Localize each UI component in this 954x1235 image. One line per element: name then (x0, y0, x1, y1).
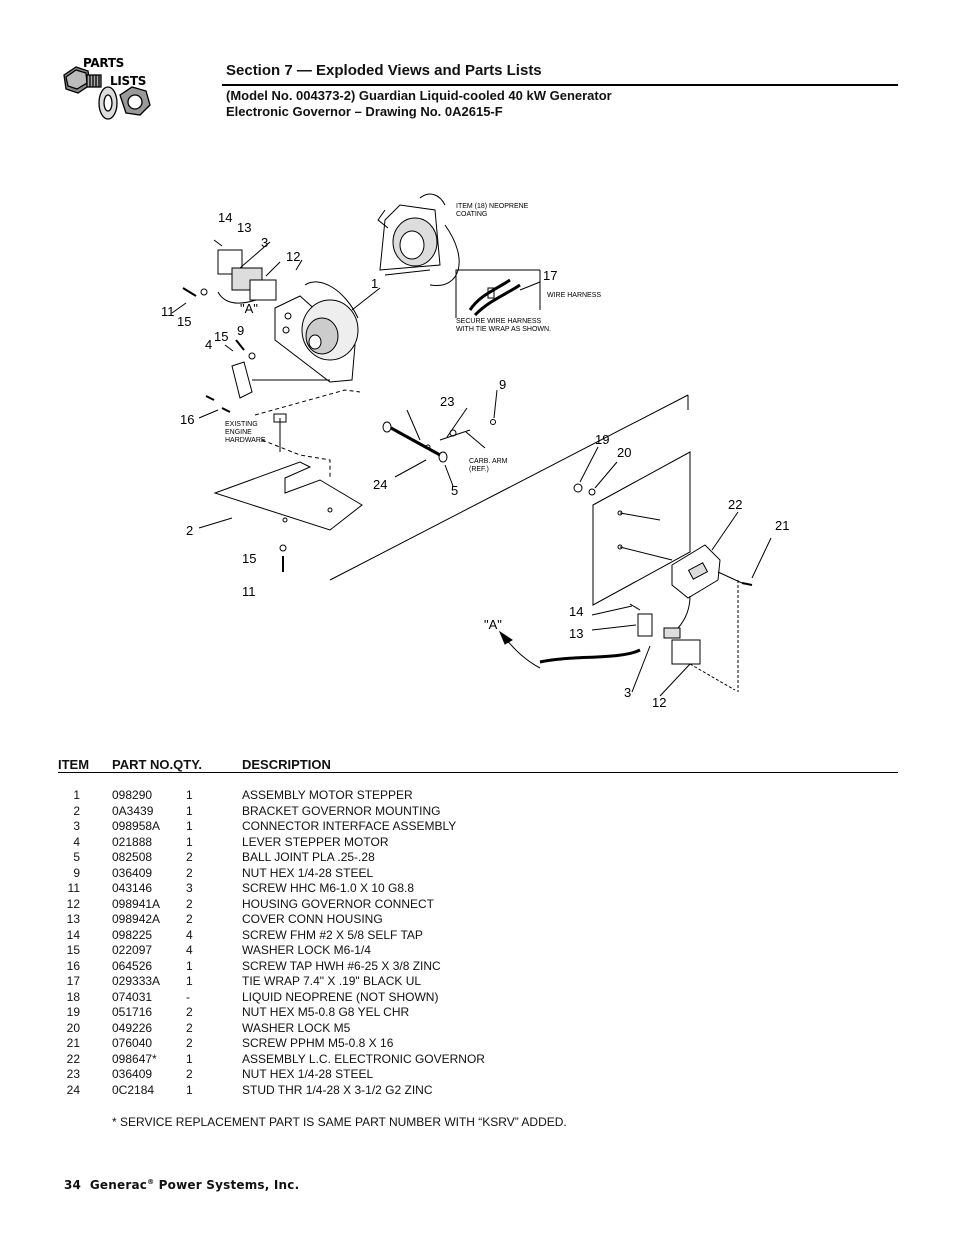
header-rule (222, 84, 898, 86)
electronic-governor (671, 511, 743, 692)
callout-17: 17 (543, 268, 557, 283)
callout-5: 5 (451, 483, 458, 498)
footnote: * SERVICE REPLACEMENT PART IS SAME PART … (112, 1115, 567, 1129)
callout-13: 13 (237, 220, 251, 235)
callout-14: 14 (569, 604, 583, 619)
parts-lists-logo (63, 66, 151, 120)
table-rule (58, 772, 898, 773)
note-neoprene-line2: COATING (456, 211, 487, 218)
note-existing-line2: ENGINE (225, 429, 252, 436)
cable (539, 648, 641, 664)
callout-24: 24 (373, 477, 387, 492)
note-secure-line1: SECURE WIRE HARNESS (456, 318, 542, 325)
section-title: Section 7 — Exploded Views and Parts Lis… (226, 62, 542, 79)
callout-15: 15 (242, 551, 256, 566)
callout-22: 22 (728, 497, 742, 512)
callout-16: 16 (180, 412, 194, 427)
callout-a: "A" (484, 617, 502, 632)
connector-housing-upper (213, 239, 303, 304)
callout-9: 9 (499, 377, 506, 392)
callout-14: 14 (218, 210, 232, 225)
note-existing-line1: EXISTING (225, 421, 258, 428)
connector-housing-lower (591, 595, 736, 697)
page-number: 34 (64, 1178, 82, 1192)
header-item: ITEM (58, 757, 90, 772)
callout-1: 1 (371, 276, 378, 291)
mounting-bracket (213, 461, 363, 531)
callout-3: 3 (624, 685, 631, 700)
callout-20: 20 (617, 445, 631, 460)
stepper-motor-assembly (274, 281, 359, 383)
note-existing-line3: HARDWARE (225, 437, 266, 444)
ball-joint-stud (382, 389, 498, 487)
callout-11: 11 (242, 584, 256, 599)
drawing-subtitle: Electronic Governor – Drawing No. 0A2615… (226, 104, 503, 119)
callout-4: 4 (205, 337, 212, 352)
wire-harness-detail (455, 269, 541, 318)
logo-word-lists: LISTS (110, 74, 147, 88)
callout-2: 2 (186, 523, 193, 538)
callout-15: 15 (177, 314, 191, 329)
callout-21: 21 (775, 518, 789, 533)
note-carb-line2: (REF.) (469, 466, 489, 473)
logo-word-parts: PARTS (83, 56, 125, 70)
note-secure-line2: WITH TIE WRAP AS SHOWN. (456, 326, 551, 333)
page-footer: 34 Generac® Power Systems, Inc. (64, 1178, 299, 1192)
note-carb-line1: CARB. ARM (469, 458, 508, 465)
callout-9: 9 (237, 323, 244, 338)
callout-19: 19 (595, 432, 609, 447)
callout-12: 12 (652, 695, 666, 710)
registered-mark: ® (147, 1178, 155, 1186)
governor-panel (573, 446, 691, 606)
callout-3: 3 (261, 235, 268, 250)
neoprene-detail (377, 193, 460, 287)
note-neoprene-line1: ITEM (18) NEOPRENE (456, 203, 529, 210)
model-subtitle: (Model No. 004373-2) Guardian Liquid-coo… (226, 88, 612, 103)
company-name: Generac (89, 1178, 148, 1192)
callout-13: 13 (569, 626, 583, 641)
callout-11: 11 (161, 304, 175, 319)
callout-15: 15 (214, 329, 228, 344)
callout-a: "A" (240, 301, 258, 316)
callout-12: 12 (286, 249, 300, 264)
header-description: DESCRIPTION (242, 757, 331, 772)
header-partqty: PART NO.QTY. (112, 757, 203, 772)
company-name-rest: Power Systems, Inc. (158, 1178, 300, 1192)
exploded-view-diagram: 14 13 3 12 1 11 15 "A" 15 9 4 16 23 9 24… (161, 193, 789, 710)
note-wire-harness: WIRE HARNESS (547, 292, 601, 299)
callout-23: 23 (440, 394, 454, 409)
